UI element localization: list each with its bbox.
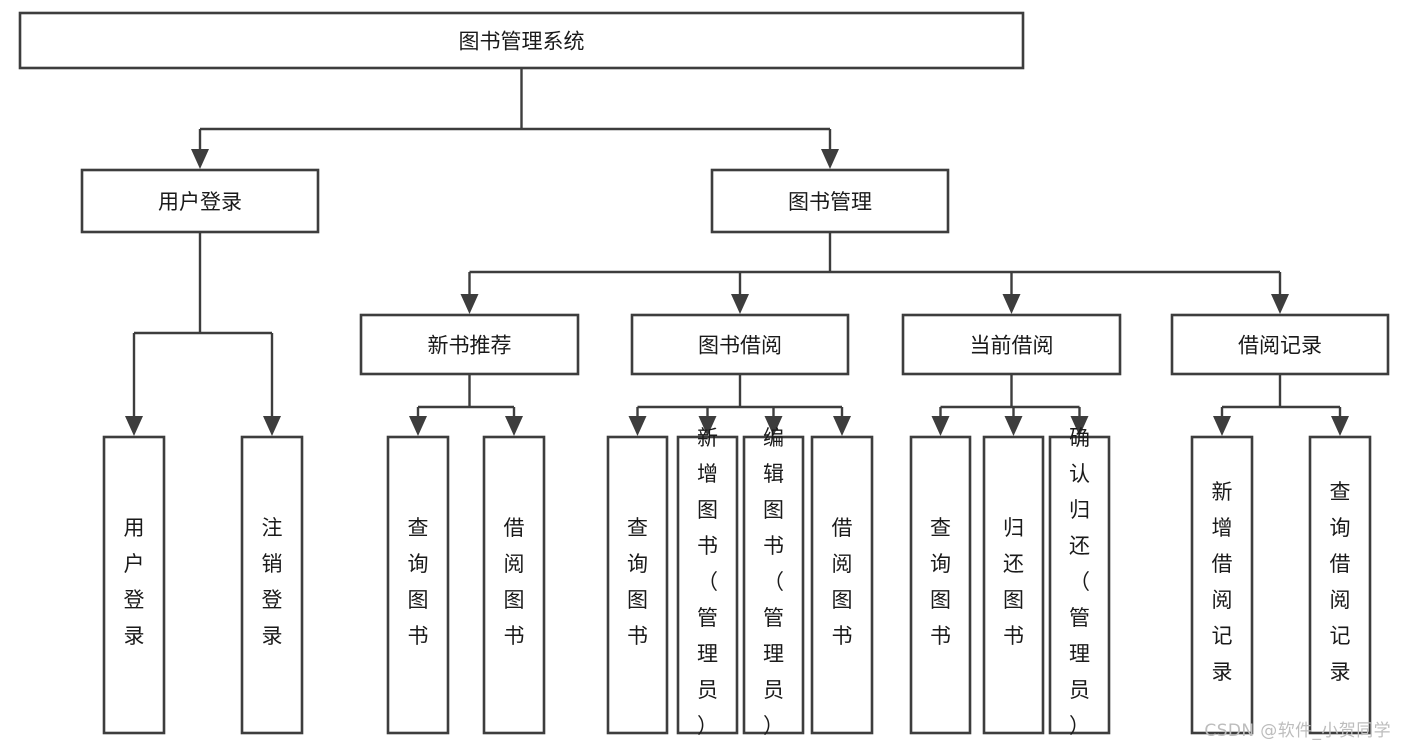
node-label: 查询图书: [930, 516, 951, 648]
node-label: 查询图书: [627, 516, 648, 648]
node-leaf-8[interactable]: 查询图书: [909, 435, 972, 735]
node-leaf-6[interactable]: 编辑图书（管理员）: [742, 426, 805, 738]
arrow-head-icon: [931, 416, 950, 436]
node-box: [386, 435, 450, 735]
node-label: 借阅图书: [504, 516, 525, 648]
node-box: [18, 11, 1025, 70]
arrow-head-icon: [1331, 416, 1349, 436]
node-leaf-1[interactable]: 注销登录: [240, 435, 304, 735]
node-l2-0[interactable]: 用户登录: [80, 168, 320, 234]
node-leaf-11[interactable]: 新增借阅记录: [1190, 435, 1254, 735]
node-box: [102, 435, 166, 735]
node-leaf-5[interactable]: 新增图书（管理员）: [676, 426, 739, 738]
node-leaf-10[interactable]: 确认归还（管理员）: [1048, 426, 1111, 738]
node-leaf-2[interactable]: 查询图书: [386, 435, 450, 735]
arrow-head-icon: [1271, 294, 1289, 314]
arrow-head-icon: [505, 416, 523, 436]
arrow-head-icon: [833, 416, 851, 436]
node-box: [742, 435, 805, 735]
arrow-head-icon: [764, 416, 783, 436]
node-label: 用户登录: [158, 190, 242, 214]
node-l3-3[interactable]: 借阅记录: [1170, 313, 1390, 376]
node-box: [359, 313, 580, 376]
node-root-0[interactable]: 图书管理系统: [18, 11, 1025, 70]
node-leaf-0[interactable]: 用户登录: [102, 435, 166, 735]
arrow-head-icon: [125, 416, 143, 436]
node-label: 当前借阅: [970, 334, 1054, 358]
node-box: [1308, 435, 1372, 735]
arrow-head-icon: [1070, 416, 1089, 436]
arrow-head-icon: [409, 416, 427, 436]
node-leaf-12[interactable]: 查询借阅记录: [1308, 435, 1372, 735]
node-box: [901, 313, 1122, 376]
node-label: 归还图书: [1003, 516, 1024, 648]
watermark-text: CSDN @软件_小贺同学: [1204, 721, 1391, 741]
node-label: 新书推荐: [428, 334, 512, 358]
node-label: 编辑图书（管理员）: [763, 426, 784, 738]
node-box: [606, 435, 669, 735]
node-box: [482, 435, 546, 735]
node-label: 查询图书: [408, 516, 429, 648]
arrow-head-icon: [1002, 294, 1021, 314]
arrow-head-icon: [460, 294, 479, 314]
node-leaf-7[interactable]: 借阅图书: [810, 435, 874, 735]
node-leaf-3[interactable]: 借阅图书: [482, 435, 546, 735]
arrow-head-icon: [1213, 416, 1231, 436]
node-box: [80, 168, 320, 234]
node-label: 新增图书（管理员）: [697, 426, 718, 738]
arrow-head-icon: [263, 416, 281, 436]
node-box: [810, 435, 874, 735]
nodes-layer: 图书管理系统用户登录图书管理新书推荐图书借阅当前借阅借阅记录用户登录注销登录查询…: [18, 11, 1390, 738]
node-box: [630, 313, 850, 376]
node-l2-1[interactable]: 图书管理: [710, 168, 950, 234]
node-label: 新增借阅记录: [1212, 480, 1233, 684]
node-label: 查询借阅记录: [1330, 480, 1351, 684]
node-label: 注销登录: [262, 516, 283, 648]
node-box: [909, 435, 972, 735]
node-box: [1048, 435, 1111, 735]
node-label: 用户登录: [124, 516, 145, 648]
arrow-head-icon: [698, 416, 717, 436]
arrow-head-icon: [628, 416, 647, 436]
node-label: 确认归还（管理员）: [1069, 426, 1090, 738]
node-box: [676, 435, 739, 735]
node-box: [240, 435, 304, 735]
arrow-head-icon: [731, 294, 749, 314]
node-box: [1170, 313, 1390, 376]
node-l3-0[interactable]: 新书推荐: [359, 313, 580, 376]
node-label: 借阅图书: [832, 516, 853, 648]
node-l3-1[interactable]: 图书借阅: [630, 313, 850, 376]
node-label: 图书借阅: [698, 334, 782, 358]
arrow-head-icon: [191, 149, 209, 169]
node-box: [1190, 435, 1254, 735]
node-label: 借阅记录: [1238, 334, 1322, 358]
node-l3-2[interactable]: 当前借阅: [901, 313, 1122, 376]
node-box: [710, 168, 950, 234]
node-label: 图书管理系统: [459, 30, 585, 54]
connectors-layer: [125, 68, 1349, 436]
node-box: [982, 435, 1045, 735]
arrow-head-icon: [821, 149, 839, 169]
node-label: 图书管理: [788, 190, 872, 214]
node-leaf-4[interactable]: 查询图书: [606, 435, 669, 735]
arrow-head-icon: [1004, 416, 1023, 436]
node-leaf-9[interactable]: 归还图书: [982, 435, 1045, 735]
